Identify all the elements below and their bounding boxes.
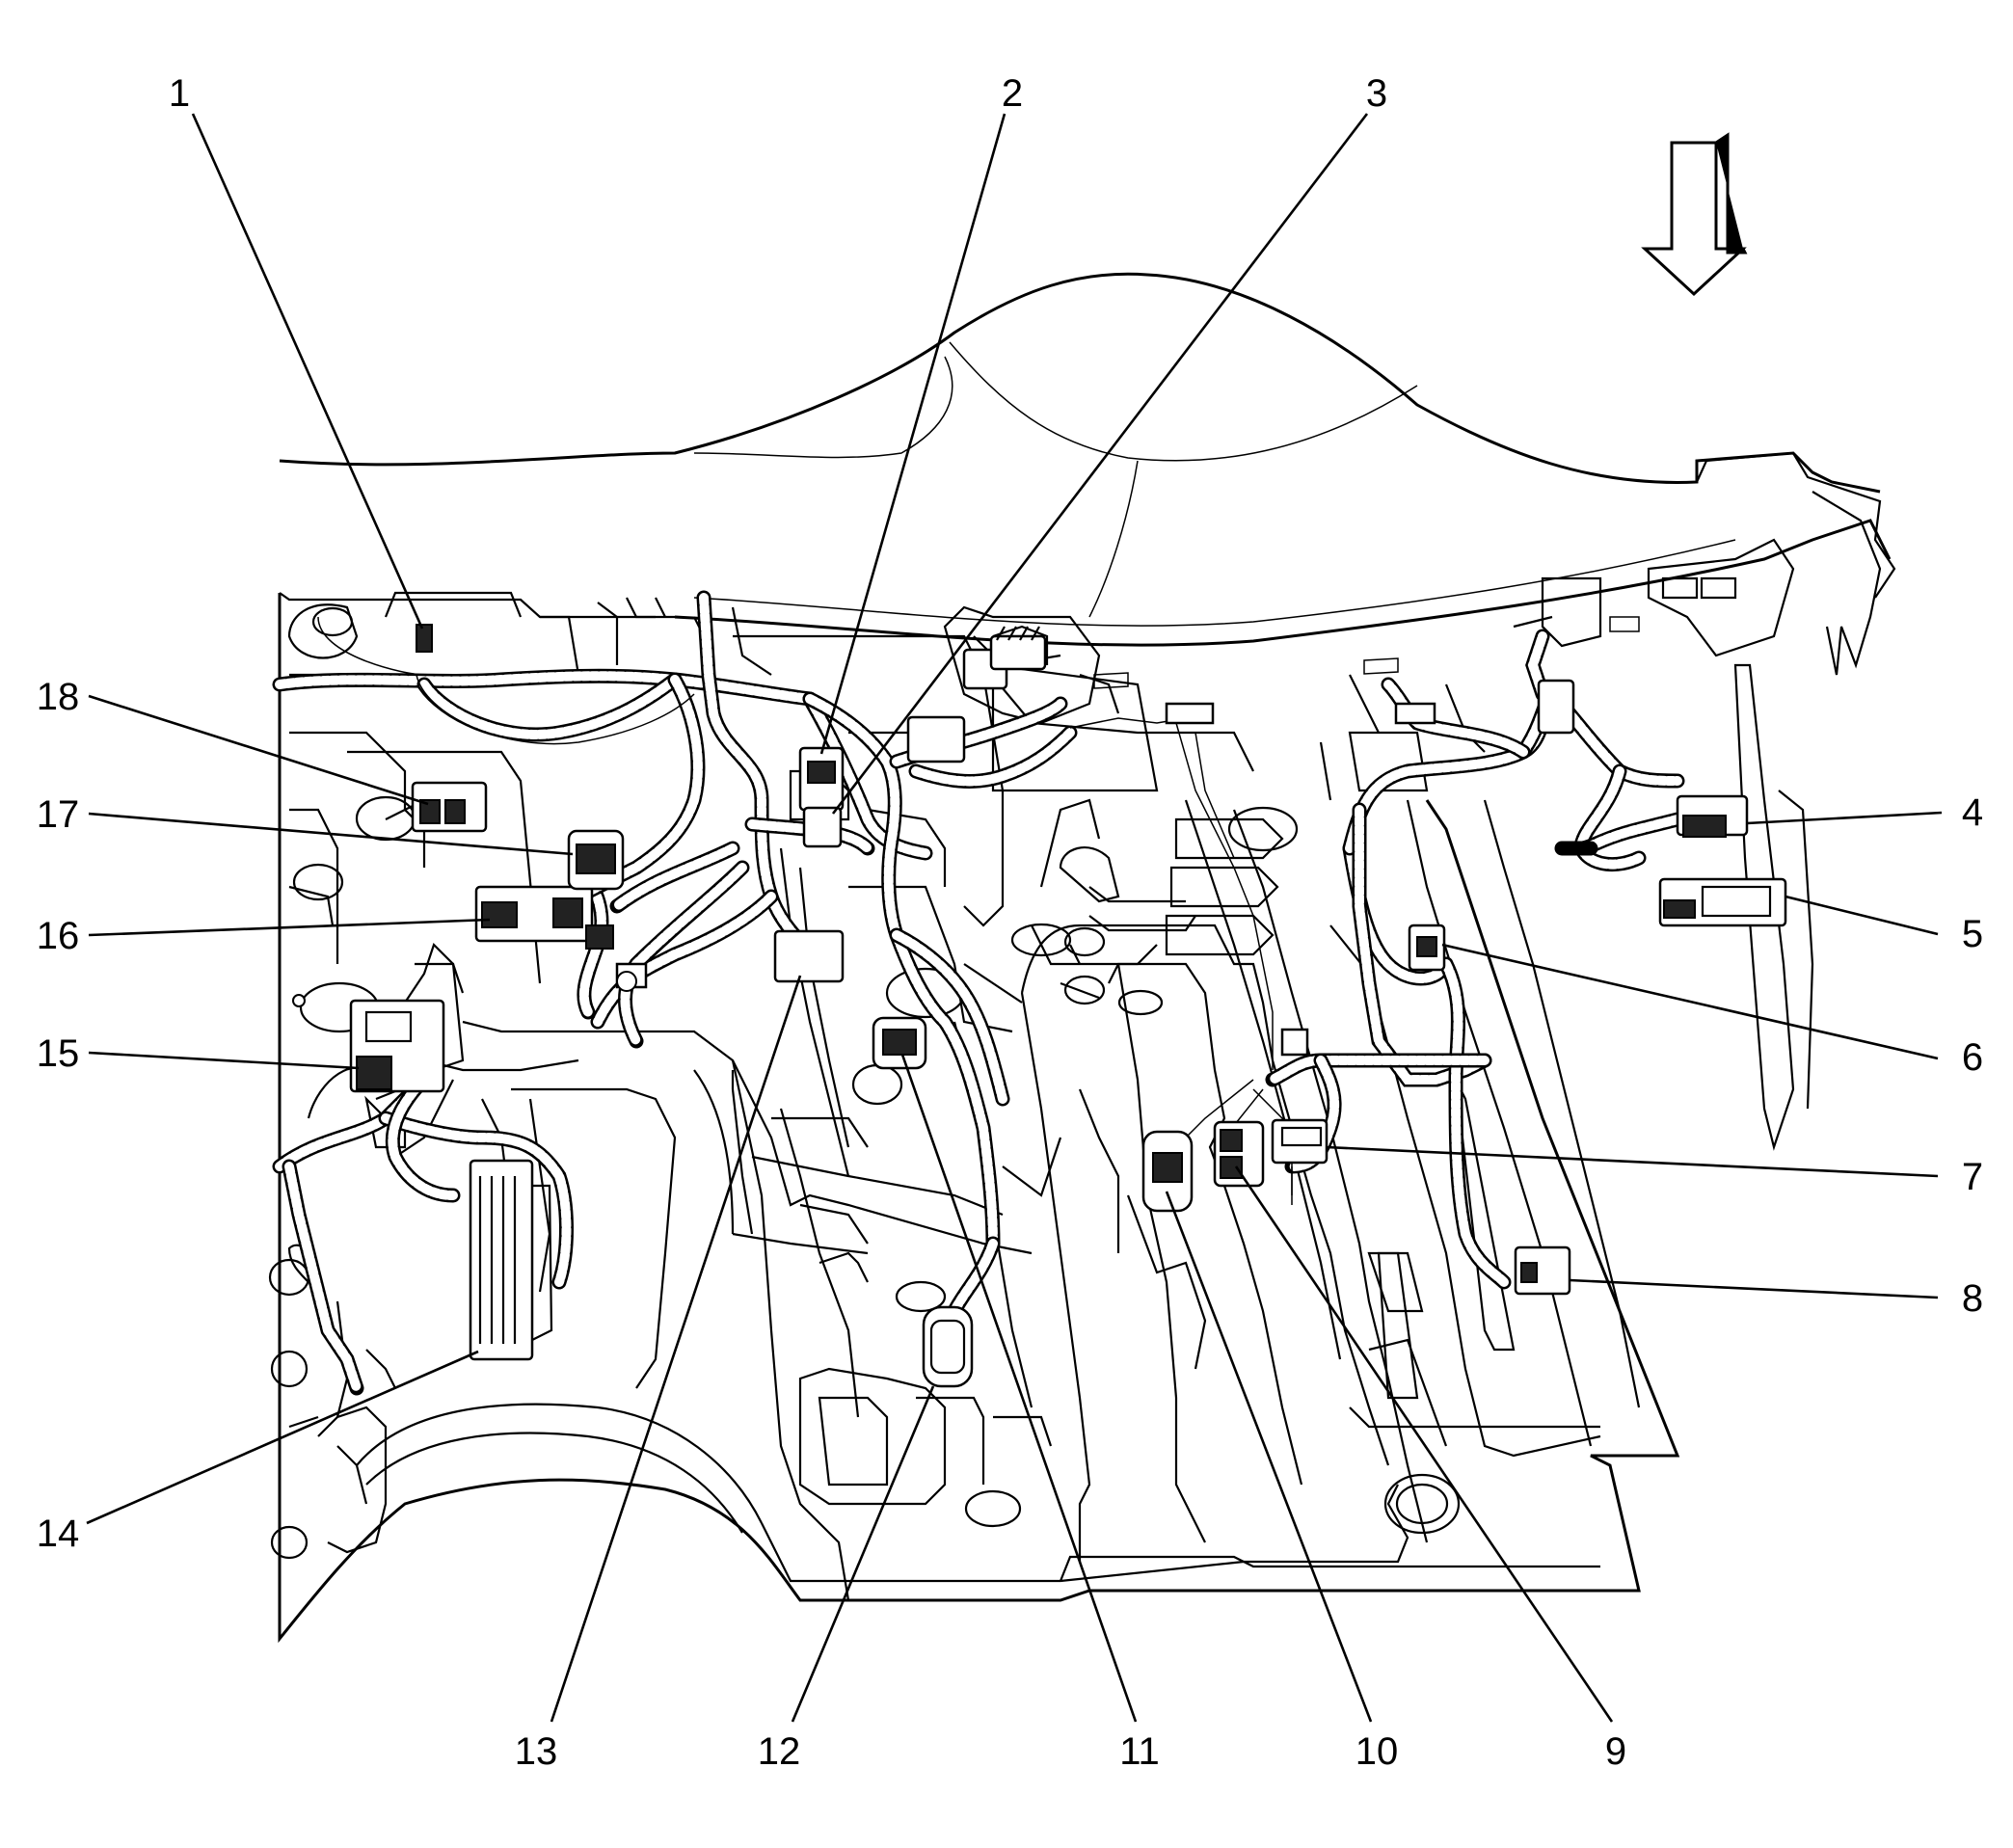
callout-labels: 1 2 3 4 5 6 7 8 9 10 11 12 13 14 15 16 1…	[37, 72, 1983, 1773]
callout-11: 11	[1119, 1730, 1160, 1773]
callout-15: 15	[37, 1032, 80, 1075]
callout-4: 4	[1962, 791, 1983, 834]
callout-6: 6	[1962, 1036, 1983, 1079]
connector-14	[469, 1159, 534, 1361]
callout-10: 10	[1355, 1730, 1399, 1773]
connector-3	[802, 806, 843, 848]
callout-17: 17	[37, 793, 80, 836]
connector-12	[922, 1305, 974, 1388]
connector-13	[773, 929, 845, 983]
leader-lines	[86, 113, 1943, 1723]
callout-1: 1	[169, 72, 190, 115]
callout-8: 8	[1962, 1277, 1983, 1320]
callout-16: 16	[37, 915, 80, 957]
callout-5: 5	[1962, 913, 1983, 955]
callout-13: 13	[515, 1730, 558, 1773]
callout-9: 9	[1605, 1730, 1626, 1773]
callout-12: 12	[758, 1730, 801, 1773]
callout-2: 2	[1002, 72, 1023, 115]
down-arrow-icon	[1641, 132, 1748, 297]
callout-14: 14	[37, 1513, 80, 1555]
callout-7: 7	[1962, 1156, 1983, 1198]
callout-18: 18	[37, 676, 80, 718]
callout-3: 3	[1366, 72, 1387, 115]
connector-1	[416, 624, 433, 653]
connectors	[292, 624, 1787, 1388]
connector-7	[1271, 1118, 1329, 1165]
instrument-panel-outline	[279, 272, 1896, 1151]
